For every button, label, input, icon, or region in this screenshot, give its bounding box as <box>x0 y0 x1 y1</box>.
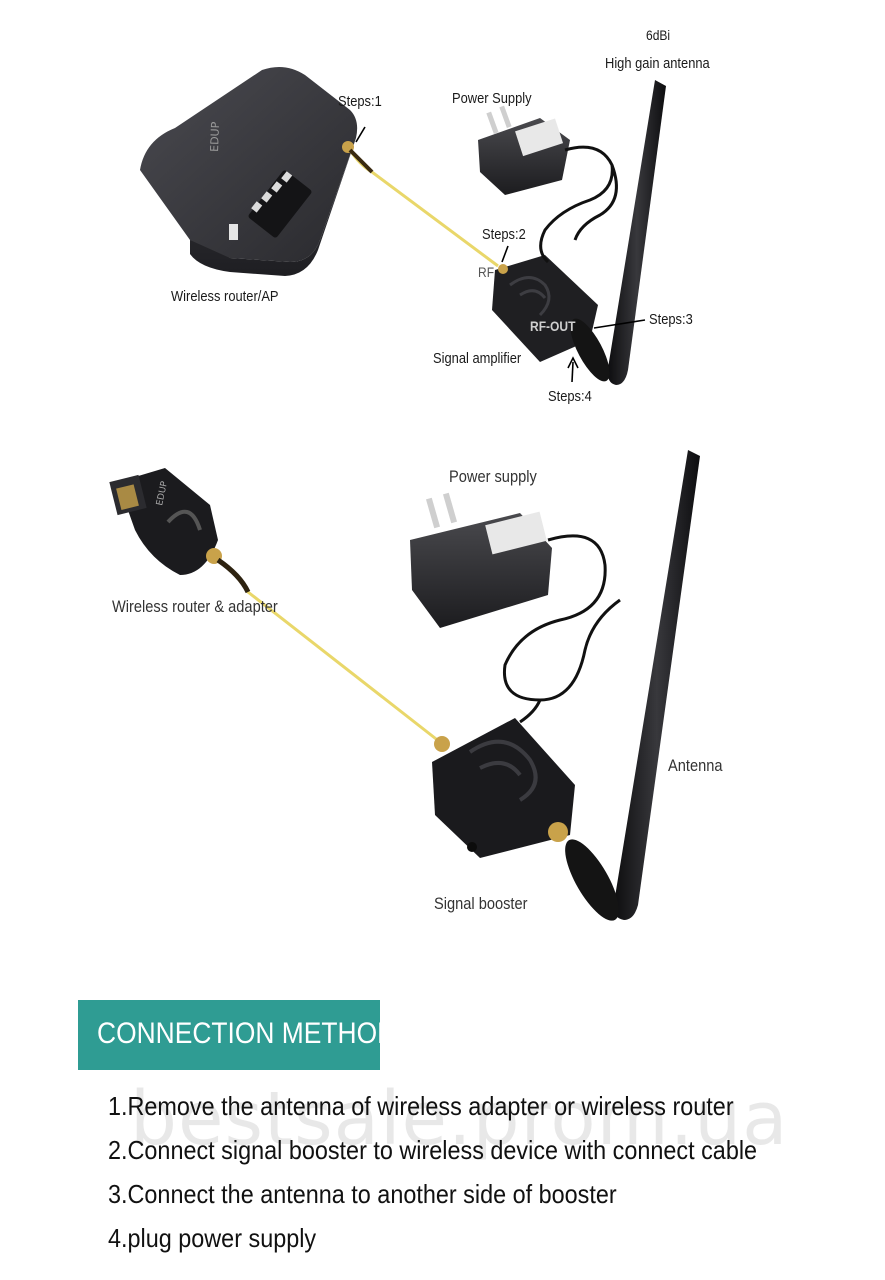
bottom-antenna <box>613 450 700 920</box>
step4-label: Steps:4 <box>548 388 592 405</box>
step3-label: Steps:3 <box>649 311 693 328</box>
top-power-cable <box>539 145 614 264</box>
step2-arrow-icon <box>501 245 509 263</box>
connection-method-banner: CONNECTION METHOD <box>78 1000 396 1070</box>
top-power-supply-label: Power Supply <box>452 90 532 107</box>
bottom-power-cable <box>502 534 621 702</box>
step3-arrow-icon <box>593 319 646 329</box>
connection-steps-list: 1.Remove the antenna of wireless adapter… <box>108 1088 829 1264</box>
router-device: EDUP <box>140 66 358 276</box>
bottom-power-supply-label: Power supply <box>449 467 537 486</box>
top-power-supply <box>478 105 570 195</box>
router-label: Wireless router/AP <box>171 288 279 305</box>
bottom-power-supply <box>410 492 552 628</box>
amplifier-label: Signal amplifier <box>433 350 522 367</box>
router-cable <box>348 149 499 268</box>
antenna-label: Antenna <box>668 756 723 775</box>
booster-label: Signal booster <box>434 894 528 913</box>
rf-out-label: RF-OUT <box>530 318 576 334</box>
adapter-cable <box>217 558 441 744</box>
top-antenna <box>607 80 666 385</box>
usb-adapter-device: EDUP <box>109 468 218 575</box>
connection-method-title: CONNECTION METHOD <box>97 1017 397 1050</box>
step2-label: Steps:2 <box>482 226 526 243</box>
booster-device <box>432 718 575 858</box>
step-item-3: 3.Connect the antenna to another side of… <box>108 1179 617 1209</box>
watermark-text: bestsale.prom.ua <box>130 1076 789 1162</box>
antenna-gain-label: 6dBi <box>646 27 671 43</box>
step4-arrow-icon <box>571 361 574 383</box>
high-gain-antenna-label: High gain antenna <box>605 55 710 72</box>
connection-diagram: EDUP EDUP <box>109 66 700 921</box>
step-item-1: 1.Remove the antenna of wireless adapter… <box>108 1091 734 1121</box>
rf-in-label: RF <box>478 264 495 280</box>
adapter-label: Wireless router & adapter <box>112 597 278 616</box>
step1-label: Steps:1 <box>338 93 382 110</box>
step-item-2: 2.Connect signal booster to wireless dev… <box>108 1135 758 1165</box>
step-item-4: 4.plug power supply <box>108 1223 317 1253</box>
router-brand-text: EDUP <box>208 121 222 152</box>
step1-arrow-icon <box>355 126 366 143</box>
